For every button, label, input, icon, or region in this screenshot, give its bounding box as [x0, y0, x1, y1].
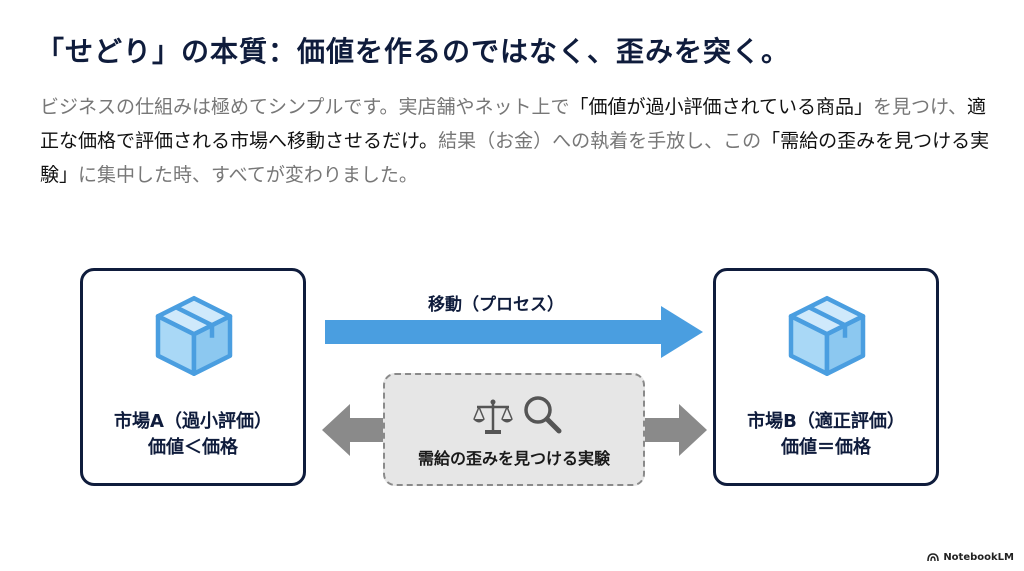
right-gray-arrow — [643, 404, 707, 456]
scale-icon — [473, 399, 513, 434]
body-text-segment: に集中した時、すべてが変わりました。 — [78, 164, 418, 186]
market-b-box: 市場B（適正評価） 価値＝価格 — [713, 268, 939, 486]
experiment-box: 需給の歪みを見つける実験 — [383, 373, 645, 486]
market-a-relation: 価値＜価格 — [148, 437, 238, 458]
box-icon — [788, 295, 866, 377]
slide-title: 「せどり」の本質：価値を作るのではなく、歪みを突く。 — [36, 35, 791, 68]
process-label: 移動（プロセス） — [428, 295, 564, 315]
process-arrow — [325, 306, 703, 358]
brand-label: NotebookLM — [943, 552, 1014, 563]
body-text-segment: を見つけ、 — [872, 96, 968, 118]
notebooklm-branding: NotebookLM — [927, 552, 1014, 563]
market-a-name: 市場A（過小評価） — [114, 411, 272, 432]
body-highlight: 適正な価格で評価される市場へ移動させるだけ。 — [40, 96, 987, 152]
slide-body-text: ビジネスの仕組みは極めてシンプルです。実店舗やネット上で「価値が過小評価されてい… — [40, 90, 990, 192]
left-gray-arrow — [322, 404, 386, 456]
market-a-box: 市場A（過小評価） 価値＜価格 — [80, 268, 306, 486]
market-b-name: 市場B（適正評価） — [747, 411, 905, 432]
body-text-segment: 結果（お金）への執着を手放し、この — [438, 130, 762, 152]
magnifier-icon — [524, 396, 562, 434]
notebooklm-logo-icon — [927, 553, 940, 562]
body-highlight: 「価値が過小評価されている商品」 — [569, 96, 873, 118]
market-b-relation: 価値＝価格 — [781, 437, 871, 458]
box-icon — [155, 295, 233, 377]
body-highlight: 「需給の歪みを見つける実験」 — [40, 130, 990, 186]
experiment-label: 需給の歪みを見つける実験 — [417, 449, 610, 468]
body-text-segment: ビジネスの仕組みは極めてシンプルです。実店舗やネット上で — [40, 96, 570, 118]
